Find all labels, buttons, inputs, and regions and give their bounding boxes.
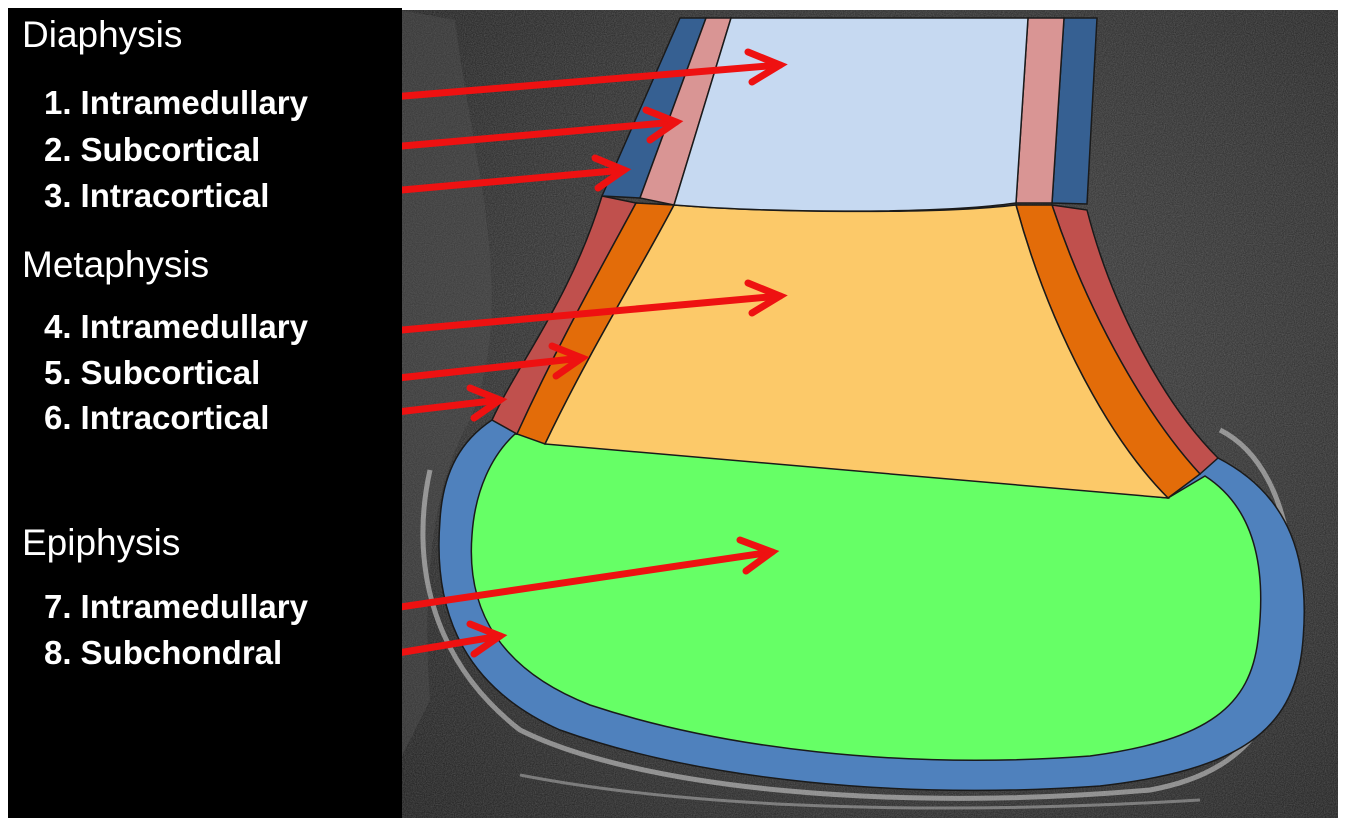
label-item-2: 2.Subcortical [44,131,260,169]
label-item-4: 4.Intramedullary [44,308,308,346]
label-item-6: 6.Intracortical [44,399,269,437]
label-item-2-number: 2. [44,131,72,168]
label-item-8: 8.Subchondral [44,634,282,672]
section-title-epiphysis: Epiphysis [22,522,180,564]
label-item-6-number: 6. [44,399,72,436]
label-item-5-number: 5. [44,354,72,391]
label-item-6-text: Intracortical [81,399,270,436]
label-item-7-text: Intramedullary [81,588,308,625]
label-item-4-number: 4. [44,308,72,345]
label-item-3: 3.Intracortical [44,177,269,215]
label-item-1-text: Intramedullary [81,84,308,121]
label-item-1-number: 1. [44,84,72,121]
section-title-metaphysis: Metaphysis [22,244,209,286]
label-item-8-text: Subchondral [81,634,283,671]
label-item-1: 1.Intramedullary [44,84,308,122]
label-item-7-number: 7. [44,588,72,625]
label-item-2-text: Subcortical [81,131,261,168]
zone-1-diaphysis-intramedullary [674,18,1028,211]
label-item-3-number: 3. [44,177,72,214]
section-title-diaphysis: Diaphysis [22,14,182,56]
label-item-8-number: 8. [44,634,72,671]
label-item-3-text: Intracortical [81,177,270,214]
label-item-7: 7.Intramedullary [44,588,308,626]
label-item-5-text: Subcortical [81,354,261,391]
label-item-4-text: Intramedullary [81,308,308,345]
label-item-5: 5.Subcortical [44,354,260,392]
